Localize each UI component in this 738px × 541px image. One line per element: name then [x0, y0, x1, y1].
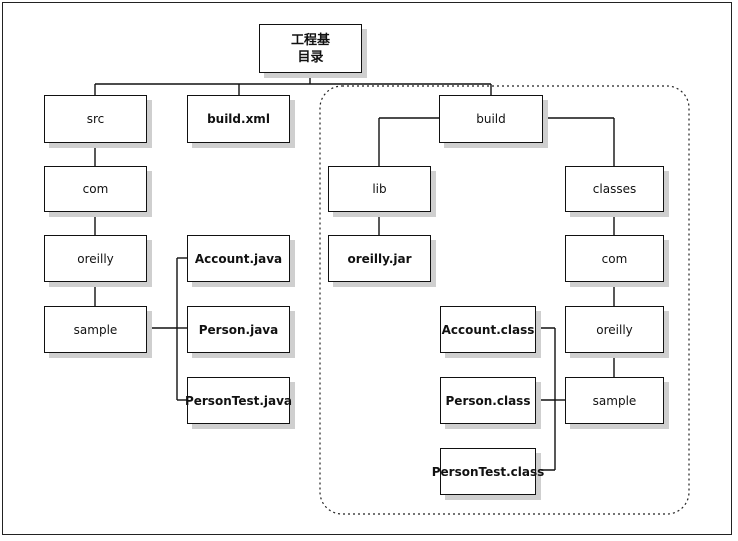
node-person-class: Person.class	[440, 377, 536, 424]
root-node: 工程基 目录	[259, 24, 362, 73]
node-persontest-java: PersonTest.java	[185, 377, 292, 424]
node-classes: classes	[565, 166, 664, 212]
diagram-frame	[2, 2, 732, 535]
node-sample: sample	[44, 306, 147, 353]
node-oreilly-jar: oreilly.jar	[328, 235, 431, 282]
node-classes-com: com	[565, 235, 664, 282]
node-build: build	[439, 95, 543, 143]
root-label-line2: 目录	[297, 49, 324, 65]
node-account-java: Account.java	[187, 235, 290, 282]
node-classes-oreilly: oreilly	[565, 306, 664, 353]
node-persontest-class: PersonTest.class	[432, 448, 544, 495]
node-account-class: Account.class	[440, 306, 536, 353]
node-com: com	[44, 166, 147, 212]
node-classes-sample: sample	[565, 377, 664, 424]
node-lib: lib	[328, 166, 431, 212]
node-person-java: Person.java	[187, 306, 290, 353]
build-group-outline	[319, 85, 690, 515]
root-label-line1: 工程基	[290, 32, 330, 48]
node-src: src	[44, 95, 147, 143]
node-oreilly: oreilly	[44, 235, 147, 282]
node-build-xml: build.xml	[187, 95, 290, 143]
